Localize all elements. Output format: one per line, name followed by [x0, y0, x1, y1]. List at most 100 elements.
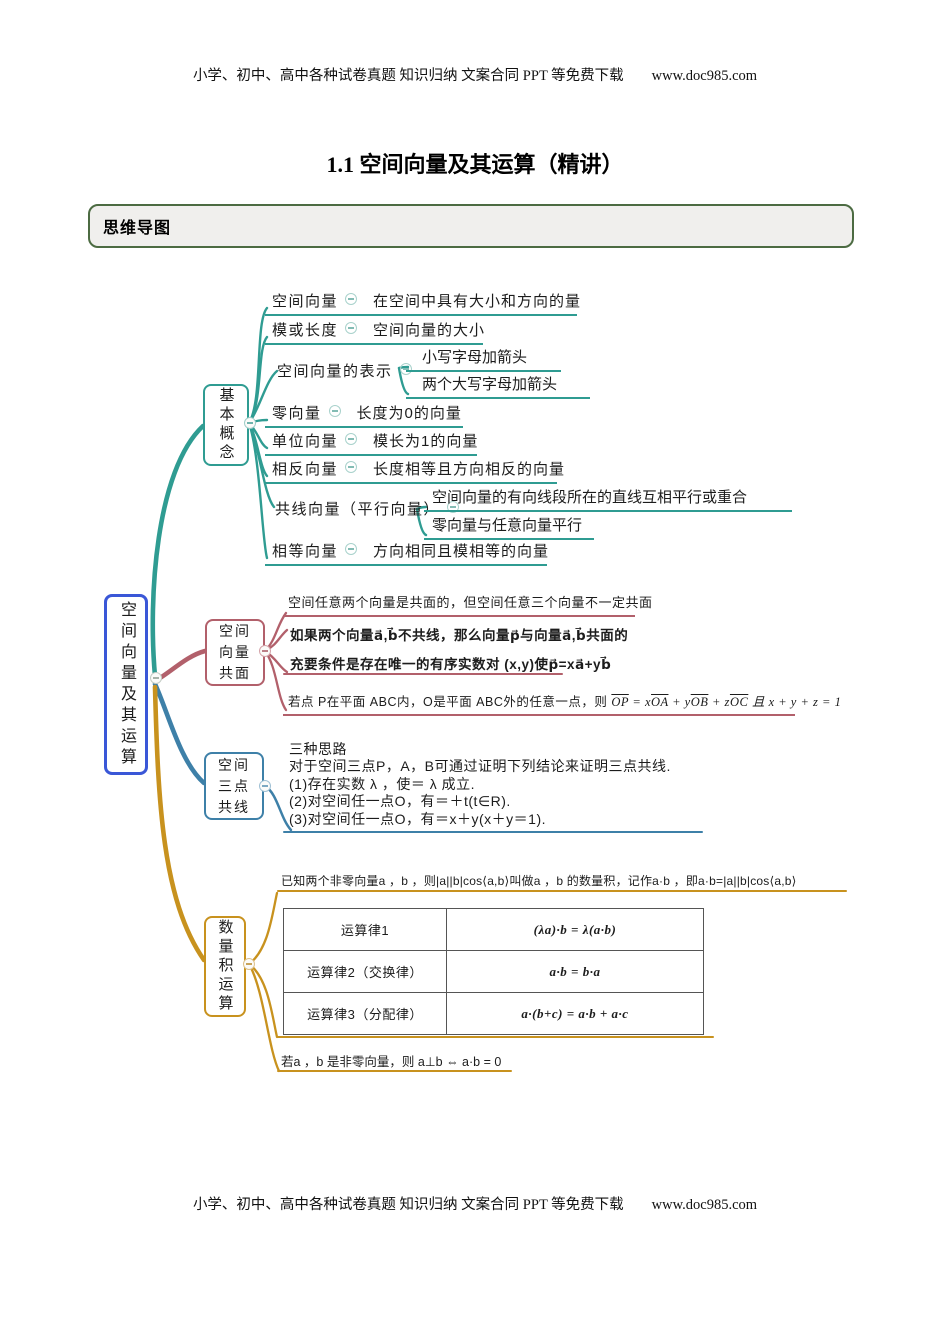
underline	[277, 1070, 512, 1073]
collapse-icon[interactable]	[345, 322, 358, 334]
coplanar-statement-2-line2: 充要条件是存在唯一的有序实数对 (x,y)使p⃗=xa⃗+yb⃗	[290, 657, 612, 672]
row-desc: 空间向量的大小	[373, 322, 486, 339]
collapse-icon[interactable]	[345, 543, 358, 555]
underline	[283, 673, 563, 676]
collapse-icon[interactable]	[447, 501, 460, 513]
row-equal-vector: 相等向量 方向相同且模相等的向量	[265, 540, 550, 566]
collapse-icon[interactable]	[399, 363, 412, 375]
node-line: 空间	[218, 756, 250, 773]
collinear-line: (1)存在实数 λ ，使＝ λ 成立.	[289, 775, 476, 792]
node-line: 空间	[219, 623, 251, 639]
vector-OP: OP	[611, 695, 629, 709]
coplanar-statement-3: 若点 P在平面 ABC内，O是平面 ABC外的任意一点，则 OP = xOA +…	[283, 691, 841, 716]
row-desc: 方向相同且模相等的向量	[373, 543, 550, 560]
branch-node-basic-concepts[interactable]: 基本概念	[203, 384, 249, 466]
row-zero-vector: 零向量 长度为0的向量	[265, 402, 463, 428]
coplanar-statement-1: 空间任意两个向量是共面的，但空间任意三个向量不一定共面	[283, 592, 652, 617]
row-desc: 在空间中具有大小和方向的量	[373, 293, 582, 310]
node-line: 共线	[218, 798, 250, 815]
footer-site-info: 小学、初中、高中各种试卷真题 知识归纳 文案合同 PPT 等免费下载	[192, 1197, 624, 1213]
node-line: 三点	[218, 777, 250, 794]
leaf-text: 零向量与任意向量平行	[432, 517, 583, 534]
section-label: 思维导图	[103, 220, 172, 237]
footer-site-url[interactable]: www.doc985.com	[651, 1197, 758, 1213]
row-label: 空间向量	[272, 293, 339, 310]
table-cell-law1-name: 运算律1	[284, 909, 447, 951]
row-magnitude: 模或长度 空间向量的大小	[265, 319, 486, 345]
underline	[277, 890, 847, 893]
formula-text: + y	[668, 695, 691, 709]
row-representation-child-1: 小写字母加箭头	[406, 346, 561, 372]
branch-node-collinear[interactable]: 空间 三点 共线	[204, 752, 264, 820]
mindmap-section-box: 思维导图	[88, 204, 854, 248]
row-unit-vector: 单位向量 模长为1的向量	[265, 430, 477, 456]
collinear-line: 对于空间三点P，A，B可通过证明下列结论来证明三点共线.	[289, 758, 671, 775]
minus-icon	[262, 650, 268, 652]
collapse-icon[interactable]	[345, 461, 358, 473]
basic-collapse-toggle[interactable]	[244, 417, 256, 429]
row-collinear-child-1: 空间向量的有向线段所在的直线互相平行或重合	[424, 486, 792, 512]
table-cell-law3-name: 运算律3（分配律）	[284, 993, 447, 1035]
underline	[283, 831, 703, 834]
row-opposite-vector: 相反向量 长度相等且方向相反的向量	[265, 458, 564, 484]
branch-node-coplanar[interactable]: 空间 向量 共面	[205, 619, 265, 686]
coplanar-statement-2-line1: 如果两个向量a⃗,b⃗不共线，那么向量p⃗与向量a⃗,b⃗共面的	[290, 628, 629, 643]
dot-product-intro: 已知两个非零向量a ，b ，则|a||b|cos⟨a,b⟩叫做a ，b 的数量积…	[281, 874, 797, 888]
formula-text: + z	[708, 695, 730, 709]
row-label: 共线向量（平行向量）	[275, 501, 441, 518]
row-label: 空间向量的表示	[277, 363, 393, 380]
row-label: 相反向量	[272, 461, 339, 478]
row-collinear-child-2: 零向量与任意向量平行	[424, 514, 594, 540]
statement-text: 若点 P在平面 ABC内，O是平面 ABC外的任意一点，则	[288, 695, 612, 709]
collinear-collapse-toggle[interactable]	[259, 780, 271, 792]
leaf-text: 两个大写字母加箭头	[422, 376, 558, 393]
row-label: 零向量	[272, 405, 322, 422]
row-label: 相等向量	[272, 543, 339, 560]
formula-text: = x	[628, 695, 652, 709]
collapse-icon[interactable]	[345, 433, 358, 445]
root-collapse-toggle[interactable]	[150, 672, 162, 684]
leaf-text: 空间向量的有向线段所在的直线互相平行或重合	[432, 489, 748, 506]
table-cell-law2-name: 运算律2（交换律）	[284, 951, 447, 993]
row-representation: 空间向量的表示	[270, 360, 416, 384]
minus-icon	[262, 785, 268, 787]
row-desc: 长度为0的向量	[356, 405, 462, 422]
node-line: 向量	[219, 644, 251, 660]
header-site-url[interactable]: www.doc985.com	[651, 68, 758, 84]
underline	[277, 1036, 714, 1039]
row-space-vector: 空间向量 在空间中具有大小和方向的量	[265, 290, 580, 316]
dot-collapse-toggle[interactable]	[243, 958, 255, 970]
row-representation-child-2: 两个大写字母加箭头	[406, 373, 590, 399]
root-node[interactable]: 空间向量及其运算	[104, 594, 148, 775]
node-line: 共面	[219, 665, 251, 681]
collapse-icon[interactable]	[328, 405, 341, 417]
coplanar-collapse-toggle[interactable]	[259, 645, 271, 657]
perpendicular-note: 若a ，b 是非零向量，则 a⊥b ⇔ a·b = 0	[281, 1055, 502, 1069]
branch-node-dot-product[interactable]: 数量积运算	[204, 916, 246, 1017]
vector-OB: OB	[690, 695, 709, 709]
collinear-line: (3)对空间任一点O，有＝x＋y(x＋y＝1).	[289, 810, 546, 827]
vector-OA: OA	[651, 695, 669, 709]
collinear-text-block: 三种思路 对于空间三点P，A，B可通过证明下列结论来证明三点共线. (1)存在实…	[289, 741, 671, 828]
page-title: 1.1 空间向量及其运算（精讲）	[326, 152, 624, 177]
minus-icon	[153, 677, 159, 679]
leaf-text: 小写字母加箭头	[422, 349, 528, 366]
row-desc: 长度相等且方向相反的向量	[373, 461, 566, 478]
formula-text: 且 x + y + z = 1	[748, 695, 842, 709]
page-footer: 小学、初中、高中各种试卷真题 知识归纳 文案合同 PPT 等免费下载 www.do…	[0, 1193, 950, 1214]
minus-icon	[246, 963, 252, 965]
table-cell-law1-formula: (λa)·b = λ(a·b)	[447, 909, 704, 951]
minus-icon	[247, 422, 253, 424]
operation-laws-table: 运算律1 (λa)·b = λ(a·b) 运算律2（交换律） a·b = b·a…	[283, 908, 704, 1035]
collinear-line: 三种思路	[289, 741, 347, 757]
row-label: 模或长度	[272, 322, 339, 339]
table-cell-law3-formula: a·(b+c) = a·b + a·c	[447, 993, 704, 1035]
row-label: 单位向量	[272, 433, 339, 450]
collinear-line: (2)对空间任一点O，有＝＋t(t∈R).	[289, 793, 511, 810]
row-desc: 模长为1的向量	[373, 433, 479, 450]
row-collinear-vector: 共线向量（平行向量）	[268, 498, 463, 522]
table-cell-law2-formula: a·b = b·a	[447, 951, 704, 993]
collapse-icon[interactable]	[345, 293, 358, 305]
